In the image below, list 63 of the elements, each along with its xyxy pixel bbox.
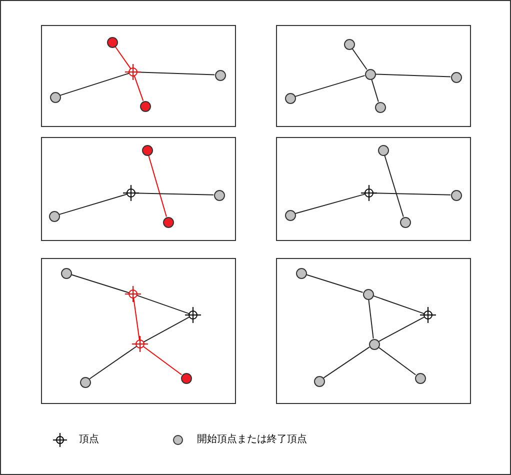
endpoint-dot: [450, 190, 462, 200]
endpoint-dot: [214, 190, 224, 200]
endpoint-dot: [364, 68, 376, 80]
connector-line: [136, 294, 190, 314]
diagram-panel: [276, 25, 471, 127]
diagram-panel: [276, 137, 471, 241]
endpoint-dot: [162, 216, 174, 228]
endpoint-dot: [80, 376, 90, 388]
connector-line: [89, 346, 138, 380]
connector-line: [70, 274, 130, 294]
connector-line: [384, 154, 404, 218]
endpoint-dot: [284, 210, 296, 220]
endpoint-dot: [214, 70, 226, 80]
endpoint-dot: [414, 372, 426, 384]
legend-text: 頂点: [79, 434, 99, 446]
vertex-crosshair-icon: [123, 185, 139, 201]
endpoint-dot: [180, 372, 192, 384]
endpoint-dot: [106, 36, 118, 48]
diagram-panel: [41, 25, 236, 127]
endpoint-dot: [48, 210, 60, 222]
connector-line: [294, 75, 366, 97]
endpoint-dot: [60, 268, 72, 278]
endpoint-dot: [374, 102, 386, 112]
vertex-crosshair-icon: [125, 286, 141, 302]
connector-line: [134, 75, 144, 102]
connector-line: [372, 295, 425, 314]
vertex-crosshair-icon: [185, 307, 201, 323]
vertex-crosshair-icon: [125, 64, 141, 80]
connector-line: [375, 74, 451, 78]
diagram-panel: [276, 258, 471, 404]
endpoint-dot: [50, 92, 60, 102]
endpoint-dot: [142, 144, 152, 156]
connector-line: [378, 346, 416, 376]
connector-line: [133, 297, 140, 341]
connector-line: [58, 194, 128, 215]
connector-line: [378, 316, 425, 342]
endpoint-dot: [400, 216, 410, 228]
vertex-crosshair-icon: [420, 307, 436, 323]
connector-line: [142, 346, 182, 376]
endpoint-dot: [284, 92, 296, 104]
diagram-panel: [41, 137, 236, 241]
connector-line: [306, 274, 364, 293]
endpoint-dot: [368, 338, 380, 350]
endpoint-dot: [378, 144, 388, 156]
connector-line: [114, 46, 132, 70]
endpoint-dot: [344, 38, 354, 50]
connector-line: [371, 78, 379, 102]
vertex-crosshair-icon: [132, 336, 148, 352]
connector-line: [143, 316, 190, 343]
connector-line: [60, 72, 130, 96]
endpoint-dot: [314, 376, 324, 386]
vertex-crosshair-icon: [361, 185, 377, 201]
connector-line: [148, 154, 167, 218]
connector-line: [323, 346, 370, 378]
endpoint-dot: [296, 268, 306, 278]
endpoint-dot: [362, 288, 374, 300]
endpoint-dot: [450, 72, 462, 82]
connector-line: [294, 194, 366, 214]
endpoint-dot: [140, 100, 150, 112]
diagram-panel: [41, 258, 236, 404]
connector-line: [368, 298, 374, 340]
connector-line: [352, 48, 368, 70]
legend-text: 開始頂点または終了頂点: [197, 434, 307, 446]
